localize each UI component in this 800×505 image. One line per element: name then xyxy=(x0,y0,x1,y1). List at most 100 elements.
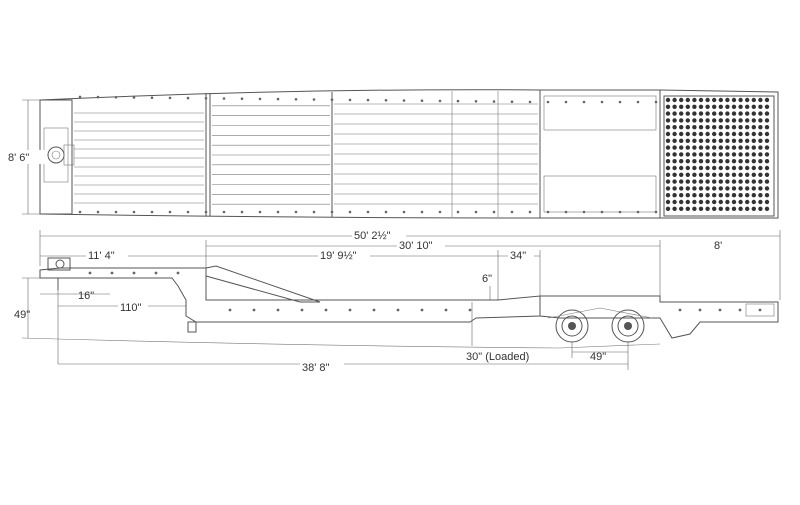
grating-hole xyxy=(679,97,684,103)
grating-hole xyxy=(751,165,756,171)
grating-hole xyxy=(692,131,697,137)
rear-deck-profile xyxy=(539,295,779,339)
grating-hole xyxy=(672,138,677,143)
side-bolt xyxy=(738,308,742,312)
edge-bolt xyxy=(564,210,568,214)
kingpin-bracket xyxy=(63,144,75,166)
grating-hole xyxy=(705,104,710,110)
grating-hole xyxy=(712,179,717,184)
grating-hole xyxy=(712,145,717,150)
side-bolt xyxy=(678,308,682,312)
grating-hole xyxy=(679,145,684,150)
grating-hole xyxy=(738,111,743,116)
step34-label: 34" xyxy=(510,250,526,262)
grating-hole xyxy=(738,138,743,143)
side-bolt xyxy=(718,308,722,312)
grating-hole xyxy=(725,131,730,137)
grating-hole xyxy=(685,111,690,116)
well-length-label: 19' 9½" xyxy=(320,250,357,262)
deck-height-loaded-label: 30" (Loaded) xyxy=(466,351,529,363)
grating-hole xyxy=(738,186,743,191)
ground-line xyxy=(21,337,661,349)
grating-hole xyxy=(731,186,737,191)
grating-hole xyxy=(665,159,671,164)
grating-hole xyxy=(698,193,704,198)
edge-bolt xyxy=(186,96,190,100)
edge-bolt xyxy=(402,210,406,214)
grating-hole xyxy=(764,131,770,137)
edge-bolt xyxy=(330,98,334,101)
grating-hole xyxy=(698,111,704,116)
front110-label: 110" xyxy=(120,302,142,314)
edge-bolt xyxy=(204,96,208,100)
grating-hole xyxy=(698,145,704,150)
edge-bolt xyxy=(582,100,586,104)
grating-hole xyxy=(764,125,770,130)
edge-bolt xyxy=(150,210,154,214)
edge-bolt xyxy=(546,100,550,104)
grating-hole xyxy=(718,172,723,177)
axle-spacing-label: 49" xyxy=(590,351,606,363)
grating-hole xyxy=(731,206,737,211)
side-bolt xyxy=(348,308,352,312)
grating-hole xyxy=(751,193,756,198)
side-bolt xyxy=(698,308,702,312)
grating-hole xyxy=(672,186,677,191)
grating-hole xyxy=(712,199,717,205)
grating-hole xyxy=(679,193,684,198)
grating-hole xyxy=(679,125,684,130)
grating-hole xyxy=(731,172,737,177)
edge-bolt xyxy=(222,97,226,100)
grating-hole xyxy=(725,118,730,123)
grating-hole xyxy=(692,138,697,143)
grating-hole xyxy=(745,131,750,137)
grating-hole xyxy=(672,131,677,137)
grating-hole xyxy=(665,118,671,123)
grating-hole xyxy=(698,206,704,211)
grating-hole xyxy=(665,152,671,157)
grating-hole xyxy=(725,186,730,191)
grating-hole xyxy=(745,172,750,177)
wheel-rear-hub xyxy=(624,322,632,330)
edge-bolt xyxy=(636,210,640,214)
kingpin-axle-label-bg xyxy=(300,360,344,374)
grating-hole xyxy=(685,193,690,198)
grating-hole xyxy=(758,125,763,130)
kingpin16-label: 16" xyxy=(78,290,94,302)
overall-length-label: 50' 2½" xyxy=(354,230,391,242)
grating-hole xyxy=(679,118,684,123)
grating-hole xyxy=(685,165,690,171)
grating-hole xyxy=(705,179,710,184)
grating-hole xyxy=(712,152,717,157)
top-view: 8' 6" xyxy=(6,89,779,219)
grating-hole xyxy=(705,125,710,130)
grating-hole xyxy=(672,145,677,150)
grating-hole xyxy=(685,104,690,110)
grating-hole xyxy=(745,152,750,157)
grating-hole xyxy=(718,131,723,137)
gooseneck-profile xyxy=(39,267,541,323)
edge-bolt xyxy=(294,210,298,214)
edge-bolt xyxy=(96,210,100,214)
grating-hole xyxy=(738,97,743,103)
grating-hole xyxy=(731,152,737,157)
grating-hole xyxy=(685,131,690,137)
side-view: 50' 2½" 30' 10" 8' 11' 4" 19' 9½" 34" 6" xyxy=(14,228,781,374)
grating-hole xyxy=(745,206,750,211)
grating-hole xyxy=(685,138,690,143)
edge-bolt xyxy=(582,210,586,214)
grating-hole xyxy=(698,118,704,123)
grating-hole xyxy=(751,179,756,184)
edge-bolt xyxy=(276,210,280,214)
well-label-bg xyxy=(318,248,370,262)
edge-bolt xyxy=(420,210,424,214)
edge-bolt xyxy=(78,210,82,214)
edge-bolt xyxy=(546,210,550,214)
side-bolt xyxy=(228,308,232,312)
grating-hole xyxy=(738,199,743,205)
ramp-incline xyxy=(205,265,321,303)
grating-hole xyxy=(698,172,704,177)
rear-deck-label-bg xyxy=(712,238,732,252)
grating-hole xyxy=(738,145,743,150)
